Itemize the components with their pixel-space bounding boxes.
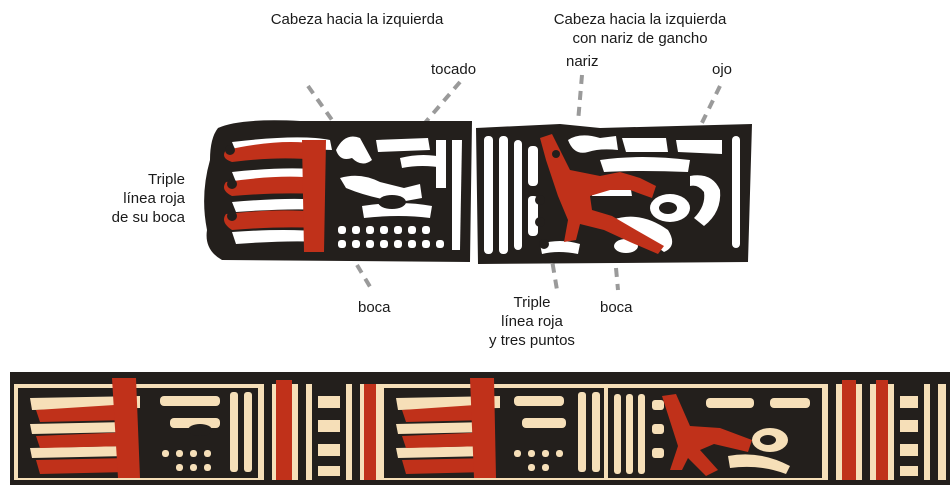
red-vertical-bar (302, 140, 326, 252)
frieze-band (10, 372, 950, 485)
panel-head-hook-nose (476, 124, 752, 264)
panel-head-left (204, 120, 472, 262)
frieze-unit-3 (608, 388, 822, 478)
frieze-divider-2 (828, 380, 938, 480)
eye-pupil (659, 202, 677, 214)
frieze-unit-1 (18, 378, 258, 478)
leader-boca-left (357, 265, 372, 290)
leader-nariz (578, 75, 582, 122)
frieze-unit-2 (384, 378, 604, 478)
leader-boca-right (616, 268, 618, 290)
frieze-divider-1 (264, 380, 376, 480)
